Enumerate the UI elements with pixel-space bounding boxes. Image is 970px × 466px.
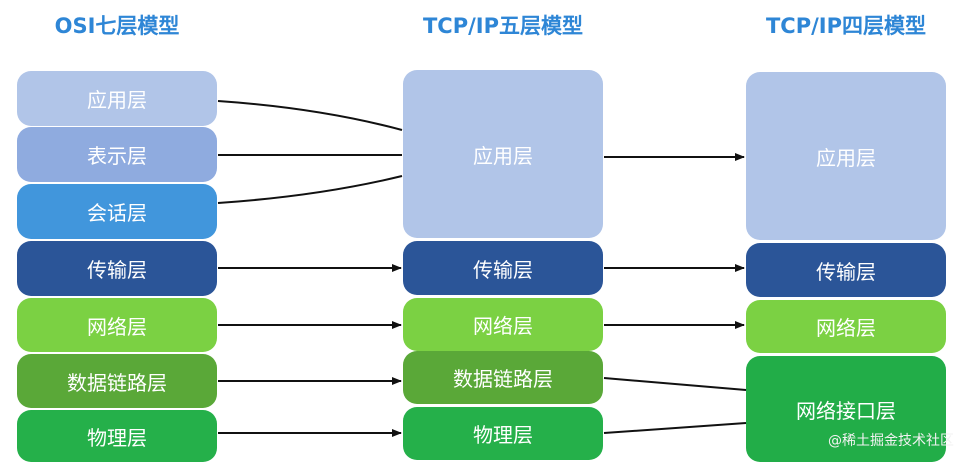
- tcp4-network-interface-layer: 网络接口层: [746, 356, 946, 462]
- tcp5-title: TCP/IP五层模型: [422, 14, 583, 38]
- osi-data-link-layer: 数据链路层: [17, 354, 217, 408]
- tcp4-title: TCP/IP四层模型: [765, 14, 926, 38]
- osi-physical-layer: 物理层: [17, 410, 217, 462]
- tcp4-network-layer: 网络层: [746, 300, 946, 353]
- arrow-osi-session-to-tcp5-application: [217, 175, 403, 204]
- line-tcp5-physical-to-tcp4-network-interface: [603, 422, 747, 434]
- osi-application-layer: 应用层: [17, 71, 217, 126]
- tcp5-transport-layer: 传输层: [403, 241, 603, 295]
- tcp5-application-layer: 应用层: [403, 70, 603, 238]
- arrow-osi-application-to-tcp5-application: [217, 100, 403, 131]
- osi-session-layer: 会话层: [17, 184, 217, 239]
- osi-transport-layer: 传输层: [17, 241, 217, 296]
- tcp5-physical-layer: 物理层: [403, 407, 603, 460]
- tcp5-data-link-layer: 数据链路层: [403, 351, 603, 404]
- tcp5-network-layer: 网络层: [403, 298, 603, 351]
- tcp4-transport-layer: 传输层: [746, 243, 946, 297]
- osi-network-layer: 网络层: [17, 298, 217, 352]
- tcp4-application-layer: 应用层: [746, 72, 946, 240]
- osi-title: OSI七层模型: [54, 14, 180, 38]
- osi-presentation-layer: 表示层: [17, 127, 217, 182]
- watermark: @稀土掘金技术社区: [828, 433, 954, 449]
- line-tcp5-data-link-to-tcp4-network-interface: [603, 377, 747, 391]
